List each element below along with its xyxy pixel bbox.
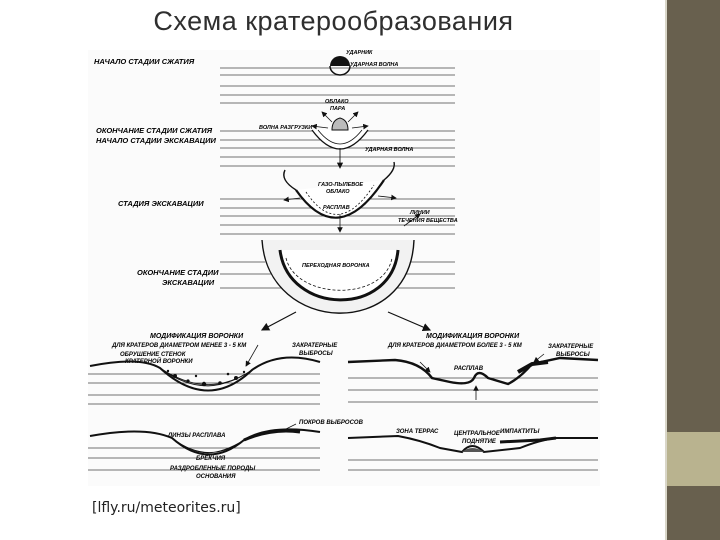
label-terrace-zone: ЗОНА ТЕРРАС	[396, 429, 439, 435]
shock-wave-front	[329, 65, 351, 76]
simple-ejecta-blanket	[243, 429, 301, 442]
label-compression-end-2: НАЧАЛО СТАДИИ ЭКСКАВАЦИИ	[96, 136, 217, 145]
label-complex-ejecta-1: ЗАКРАТЕРНЫЕ	[548, 344, 594, 350]
label-simple-ejecta-1: ЗАКРАТЕРНЫЕ	[292, 343, 338, 349]
label-complex-ejecta-2: ВЫБРОСЫ	[556, 352, 591, 358]
complex-crater-profile	[347, 356, 599, 386]
simple-crater-panel: МОДИФИКАЦИЯ ВОРОНКИ ДЛЯ КРАТЕРОВ ДИАМЕТР…	[88, 333, 364, 480]
arrow-to-simple	[260, 311, 297, 331]
stage-excavation-end: ОКОНЧАНИЕ СТАДИИ ЭКСКАВАЦИИ ПЕРЕХОДНАЯ В…	[137, 239, 455, 332]
label-gas-dust-2: ОБЛАКО	[326, 189, 350, 195]
label-complex-heading-2: ДЛЯ КРАТЕРОВ ДИАМЕТРОМ БОЛЕЕ 3 - 5 КМ	[387, 343, 523, 349]
diagram-svg: НАЧАЛО СТАДИИ СЖАТИЯ УДАРНИК УДАРНАЯ ВОЛ…	[88, 50, 599, 480]
source-caption: [lfly.ru/meteorites.ru]	[92, 500, 241, 516]
label-excavation: СТАДИЯ ЭКСКАВАЦИИ	[118, 199, 204, 208]
label-complex-heading-1: МОДИФИКАЦИЯ ВОРОНКИ	[426, 333, 520, 340]
stage-compression-start: НАЧАЛО СТАДИИ СЖАТИЯ УДАРНИК УДАРНАЯ ВОЛ…	[94, 50, 455, 104]
label-transient-crater: ПЕРЕХОДНАЯ ВОРОНКА	[302, 263, 370, 269]
label-ejecta-blanket: ПОКРОВ ВЫБРОСОВ	[299, 420, 364, 426]
label-impactor: УДАРНИК	[346, 50, 373, 56]
label-excavation-end-1: ОКОНЧАНИЕ СТАДИИ	[137, 268, 219, 277]
label-compression-start: НАЧАЛО СТАДИИ СЖАТИЯ	[94, 57, 195, 66]
simple-crater-profile	[89, 356, 321, 392]
label-compression-end-1: ОКОНЧАНИЕ СТАДИИ СЖАТИЯ	[96, 126, 213, 135]
stage-excavation: СТАДИЯ ЭКСКАВАЦИИ ГАЗО-ПЫЛЕВОЕ ОБЛАКО РА…	[118, 161, 458, 235]
label-fractured-1: РАЗДРОБЛЕННЫЕ ПОРОДЫ	[170, 466, 256, 472]
stage-compression-end: ОКОНЧАНИЕ СТАДИИ СЖАТИЯ НАЧАЛО СТАДИИ ЭК…	[96, 99, 455, 169]
label-shock-wave-2: УДАРНАЯ ВОЛНА	[365, 147, 413, 153]
excavation-cavity	[295, 179, 385, 219]
label-melt: РАСПЛАВ	[323, 205, 350, 211]
label-gas-dust-1: ГАЗО-ПЫЛЕВОЕ	[318, 182, 363, 188]
label-simple-ejecta-2: ВЫБРОСЫ	[299, 351, 334, 357]
label-central-uplift-2: ПОДНЯТИЕ	[462, 439, 497, 445]
label-vapor-cloud-2: ПАРА	[330, 106, 345, 112]
label-breccia: БРЕКЧИЯ	[196, 456, 226, 462]
label-simple-heading-2: ДЛЯ КРАТЕРОВ ДИАМЕТРОМ МЕНЕЕ 3 - 5 КМ	[111, 343, 247, 349]
label-melt-lenses: ЛИНЗЫ РАСПЛАВА	[167, 433, 226, 439]
vapor-cloud-dome	[331, 117, 349, 131]
label-wall-collapse-2: КРАТЕРНОЙ ВОРОНКИ	[125, 357, 193, 365]
label-central-uplift-1: ЦЕНТРАЛЬНОЕ	[454, 431, 501, 437]
central-uplift	[462, 448, 484, 452]
final-simple-crater-lens	[171, 437, 245, 454]
decorative-rail-accent	[667, 432, 720, 486]
label-simple-heading-1: МОДИФИКАЦИЯ ВОРОНКИ	[150, 333, 244, 340]
cratering-diagram: НАЧАЛО СТАДИИ СЖАТИЯ УДАРНИК УДАРНАЯ ВОЛ…	[88, 50, 600, 486]
label-complex-melt: РАСПЛАВ	[454, 366, 484, 372]
label-wall-collapse-1: ОБРУШЕНИЕ СТЕНОК	[120, 352, 187, 358]
transient-crater-lining	[278, 249, 400, 302]
label-impactites: ИМПАКТИТЫ	[500, 429, 540, 435]
label-unloading-wave: ВОЛНА РАЗГРУЗКИ	[259, 125, 313, 131]
label-flow-lines-1: ЛИНИИ	[409, 210, 431, 216]
label-shock-wave: УДАРНАЯ ВОЛНА	[350, 62, 398, 68]
label-vapor-cloud-1: ОБЛАКО	[325, 99, 349, 105]
simple-crater-breccia-fill	[159, 367, 253, 387]
complex-crater-panel: МОДИФИКАЦИЯ ВОРОНКИ ДЛЯ КРАТЕРОВ ДИАМЕТР…	[347, 333, 599, 471]
label-fractured-2: ОСНОВАНИЯ	[196, 474, 236, 480]
arrow-to-complex	[387, 311, 432, 332]
slide-title: Схема кратерообразования	[153, 6, 514, 36]
decorative-rail-edge	[665, 0, 667, 540]
label-flow-lines-2: ТЕЧЕНИЯ ВЕЩЕСТВА	[398, 218, 458, 224]
impactor-body	[330, 56, 350, 66]
label-excavation-end-2: ЭКСКАВАЦИИ	[162, 278, 215, 287]
